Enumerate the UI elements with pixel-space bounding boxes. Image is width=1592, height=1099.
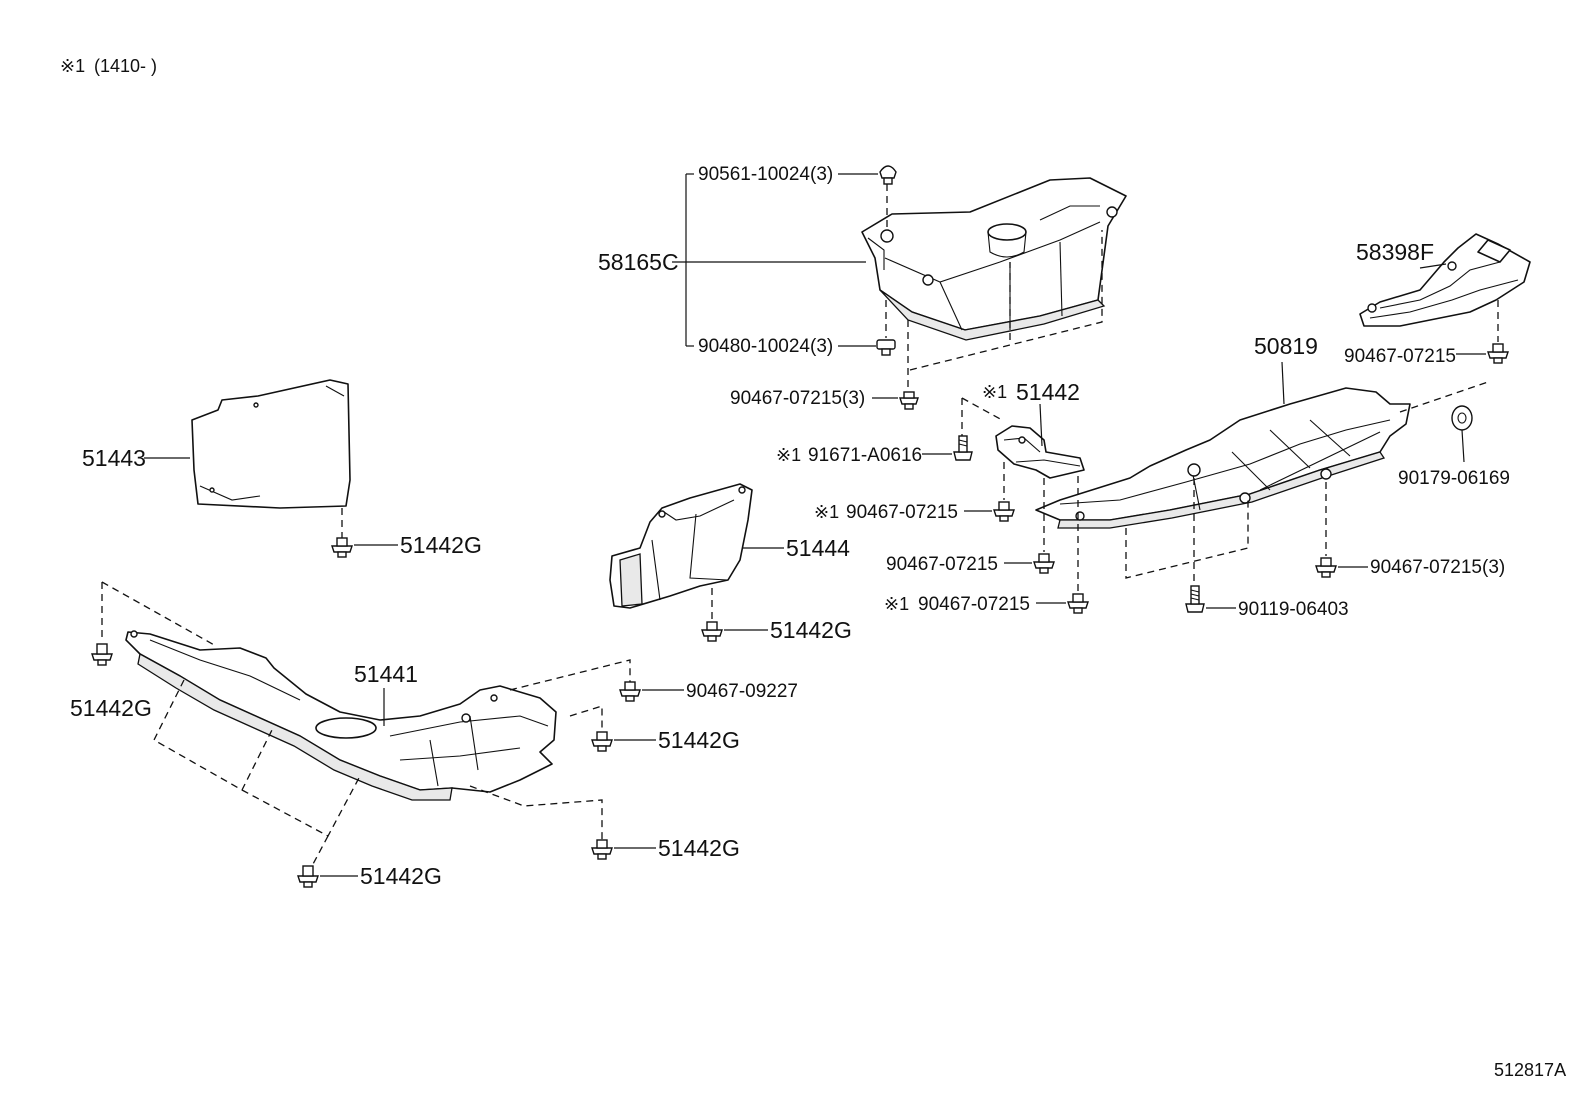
label-90467-right3: 90467-07215(3)	[1370, 557, 1505, 578]
part-58165c[interactable]	[861, 177, 1127, 341]
label-51442g-b: 51442G	[770, 617, 852, 643]
label-51442g-d: 51442G	[658, 835, 740, 861]
part-51442[interactable]	[995, 425, 1085, 479]
fastener-51442g-left[interactable]	[91, 643, 113, 666]
dash-50819-lower	[1125, 498, 1249, 579]
label-51442-mark: ※1	[982, 382, 1007, 402]
label-90467-mid1: 90467-07215	[846, 502, 958, 523]
fastener-51442g-d[interactable]	[591, 839, 613, 860]
dash-tray-outline	[909, 230, 1103, 371]
leader-51442	[1039, 403, 1043, 447]
leader-50819	[1281, 361, 1285, 405]
fastener-51442g-a[interactable]	[331, 537, 353, 558]
dash-51441-box1	[153, 679, 275, 791]
part-51441[interactable]	[125, 630, 557, 801]
label-51442g-c: 51442G	[658, 727, 740, 753]
fastener-90179[interactable]	[1451, 405, 1473, 431]
fastener-90467-mid3[interactable]	[1067, 593, 1089, 614]
fastener-90467-right-top[interactable]	[1487, 343, 1509, 364]
fastener-51442g-e[interactable]	[297, 865, 319, 888]
label-58165c: 58165C	[598, 249, 679, 275]
fastener-90467-mid1[interactable]	[993, 501, 1015, 522]
label-51441: 51441	[354, 661, 418, 687]
label-91671-mark: ※1	[776, 445, 801, 465]
fastener-90561[interactable]	[879, 165, 897, 185]
part-50819[interactable]	[1035, 387, 1411, 529]
dash-51441-box2	[241, 775, 361, 837]
dash-51442g-d	[469, 785, 603, 840]
label-90467-mid3-mark: ※1	[884, 594, 909, 614]
figure-id: 512817A	[1494, 1060, 1566, 1080]
label-90480: 90480-10024(3)	[698, 336, 833, 357]
fastener-90119[interactable]	[1185, 585, 1205, 613]
fastener-90467-top[interactable]	[899, 391, 919, 410]
fastener-90467-mid2[interactable]	[1033, 553, 1055, 574]
label-51442g-e: 51442G	[360, 863, 442, 889]
dash-51441-topleft	[101, 581, 217, 647]
dash-50819-right	[1399, 381, 1489, 413]
label-90467-mid1-mark: ※1	[814, 502, 839, 522]
label-90467-top: 90467-07215(3)	[730, 388, 865, 409]
fastener-51442g-c[interactable]	[591, 731, 613, 752]
fastener-90467-right3[interactable]	[1315, 557, 1337, 578]
part-58398f[interactable]	[1359, 233, 1531, 327]
label-51444: 51444	[786, 535, 850, 561]
label-90179: 90179-06169	[1398, 468, 1510, 489]
part-51443[interactable]	[191, 379, 351, 509]
dash-51442g-c	[569, 705, 603, 732]
label-51443: 51443	[82, 445, 146, 471]
part-51444[interactable]	[609, 483, 753, 609]
label-90467-mid2: 90467-07215	[886, 554, 998, 575]
label-90467-09227: 90467-09227	[686, 681, 798, 702]
note-mark: ※1	[60, 56, 85, 76]
label-90119: 90119-06403	[1238, 599, 1349, 620]
dash-51442-top	[961, 397, 1003, 421]
fastener-90480[interactable]	[876, 339, 896, 356]
label-51442g-a: 51442G	[400, 532, 482, 558]
dash-51442g-e	[311, 835, 329, 867]
label-90467-right-top: 90467-07215	[1344, 346, 1456, 367]
fastener-51442g-b[interactable]	[701, 621, 723, 642]
fastener-90467-09227[interactable]	[619, 681, 641, 702]
label-51442g-left: 51442G	[70, 695, 152, 721]
leader-90179	[1461, 429, 1465, 463]
label-58398f: 58398F	[1356, 239, 1434, 265]
label-91671: 91671-A0616	[808, 445, 922, 466]
dash-90467-09227	[509, 659, 631, 691]
label-51442: 51442	[1016, 379, 1080, 405]
label-50819: 50819	[1254, 333, 1318, 359]
leader-58398f	[1419, 263, 1447, 269]
fastener-91671[interactable]	[953, 435, 973, 461]
note-text: (1410- )	[94, 56, 157, 76]
label-90467-mid3: 90467-07215	[918, 594, 1030, 615]
label-90561: 90561-10024(3)	[698, 164, 833, 185]
